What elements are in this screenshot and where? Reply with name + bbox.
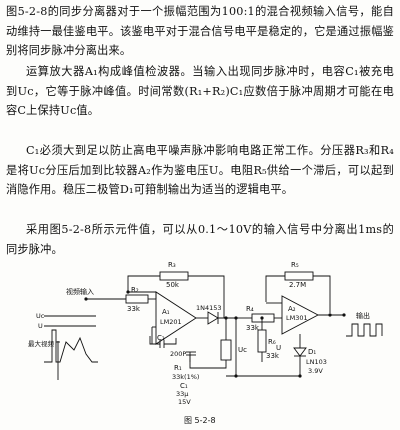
diode-1n4153 [207, 311, 219, 325]
resistor-r1 [220, 339, 232, 361]
label-r4: R₄ [246, 305, 254, 313]
label-r1: R₁ [174, 364, 182, 372]
label-input: 视频输入 [66, 287, 94, 296]
label-d1: D₁ [308, 348, 316, 356]
label-c2: C₂ [157, 334, 165, 342]
output-waveform [346, 323, 383, 337]
label-c2-value: 200P [170, 350, 186, 358]
label-r5-value: 2.7M [289, 281, 306, 289]
resistor-r2 [125, 294, 149, 304]
figure-caption: 图 5-2-8 [184, 416, 216, 425]
label-r2-value: 33k [127, 305, 141, 313]
label-r2: R₂ [131, 286, 139, 294]
label-r5: R₅ [291, 261, 299, 269]
resistor-r5 [284, 271, 314, 281]
resistor-r6 [257, 329, 267, 353]
input-waveform [44, 329, 98, 363]
paragraph-3: C₁必须大到足以防止高电平噪声脉冲影响电路正常工作。分压器R₃和R₄是将Uc分压… [6, 144, 394, 196]
label-c1-value2: 15V [178, 398, 191, 406]
label-r3: R₃ [168, 261, 176, 269]
label-c1-value1: 33μ [176, 390, 188, 398]
label-d1-value: 3.9V [308, 367, 323, 375]
label-diode: 1N4153 [196, 304, 222, 312]
paragraph-2: 运算放大器A₁构成峰值检波器。当输入出现同步脉冲时，电容C₁被充电到Uc，它等于… [6, 65, 394, 117]
label-wave-u: U [38, 322, 43, 330]
zener-d1 [293, 347, 307, 357]
label-output: 输出 [356, 311, 370, 320]
label-r3-value: 50k [166, 281, 180, 289]
label-wave-uc: Uc [36, 312, 45, 320]
resistor-r3 [159, 271, 189, 281]
label-d1-part: LN103 [306, 358, 327, 366]
label-c1: C₁ [180, 382, 188, 390]
label-r4-value: 33k [246, 324, 260, 332]
opamp-a1 [155, 291, 197, 345]
label-r6: R₆ [268, 338, 276, 346]
label-a2-part: LM301 [286, 314, 308, 322]
label-r6-value: 33k [266, 352, 280, 360]
paragraph-1: 图5-2-8的同步分离器对于一个振幅范围为100:1的混合视频输入信号，能自动维… [6, 5, 394, 57]
label-a1-part: LM201 [160, 318, 182, 326]
label-a2: A₂ [288, 305, 296, 313]
opamp-a2 [281, 295, 319, 335]
label-u: U [276, 344, 281, 352]
paragraph-4: 采用图5-2-8所示元件值，可以从0.1～10V的输入信号中分离出1ms的同步脉… [6, 223, 394, 256]
label-uc: Uc [238, 346, 247, 354]
label-wave-max: 最大视频 [28, 339, 55, 348]
label-r1-value: 33k(1%) [172, 373, 199, 381]
label-a1: A₁ [162, 308, 170, 316]
